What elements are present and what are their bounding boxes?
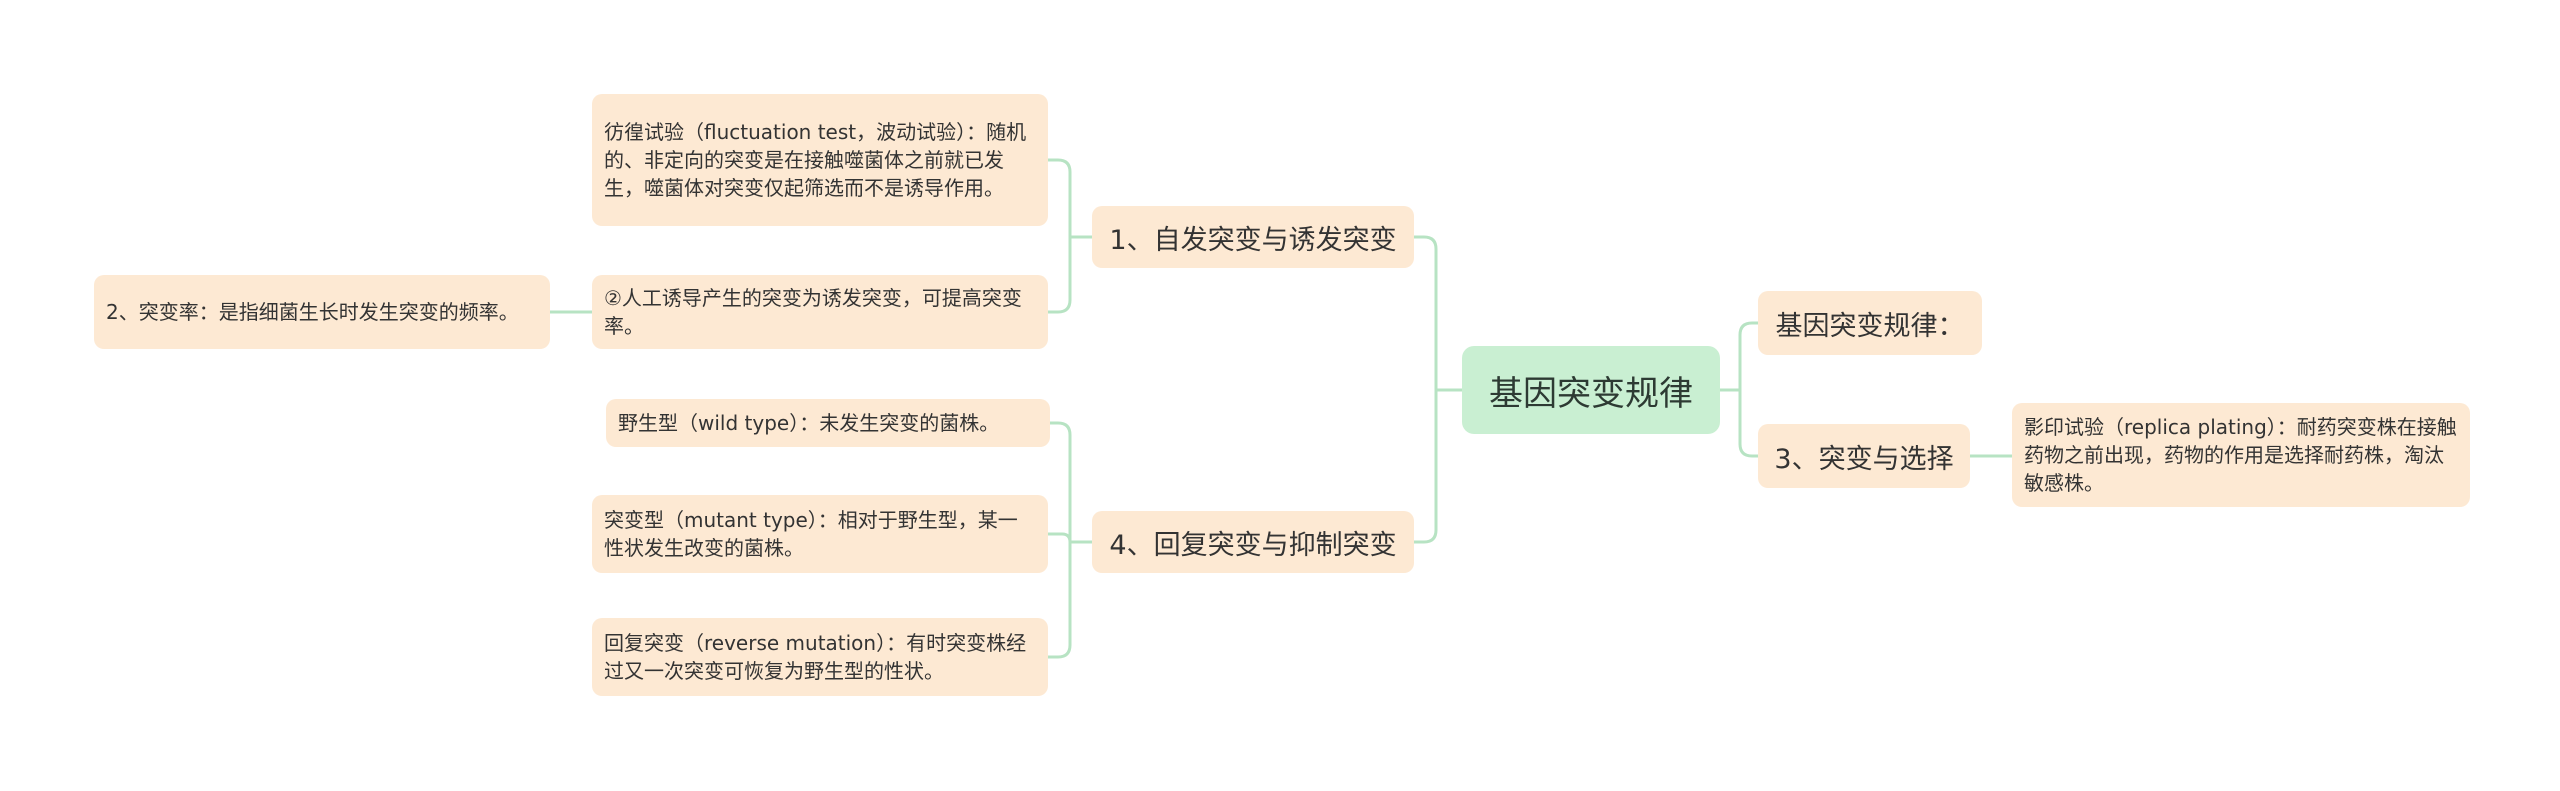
leaf-text: 野生型（wild type）：未发生突变的菌株。 [618,411,1000,435]
leaf-text: 2、突变率：是指细菌生长时发生突变的频率。 [106,300,519,324]
leaf-wild-type[interactable]: 野生型（wild type）：未发生突变的菌株。 [606,399,1050,447]
branch-spontaneous-induced[interactable]: 1、自发突变与诱发突变 [1092,206,1414,268]
branch-mutation-selection[interactable]: 3、突变与选择 [1758,424,1970,488]
leaf-mutant-type[interactable]: 突变型（mutant type）：相对于野生型，某一性状发生改变的菌株。 [592,495,1048,573]
leaf-text: 回复突变（reverse mutation）：有时突变株经过又一次突变可恢复为野… [604,631,1027,683]
leaf-replica-plating[interactable]: 影印试验（replica plating）：耐药突变株在接触药物之前出现，药物的… [2012,403,2470,507]
b4-link-0 [1046,421,1072,544]
b1-link-1 [1046,235,1072,314]
root-label: 基因突变规律 [1489,373,1693,414]
leaf-reverse-mutation[interactable]: 回复突变（reverse mutation）：有时突变株经过又一次突变可恢复为野… [592,618,1048,696]
branch-label: 基因突变规律： [1775,310,1965,342]
leaf-text: 突变型（mutant type）：相对于野生型，某一性状发生改变的菌株。 [604,508,1018,560]
leaf-induced-mutation[interactable]: ②人工诱导产生的突变为诱发突变，可提高突变率。 [592,275,1048,349]
root-left-link-1 [1412,388,1438,544]
branch-reverse-suppression[interactable]: 4、回复突变与抑制突变 [1092,511,1414,573]
b1-link-0 [1046,158,1072,239]
root-node[interactable]: 基因突变规律 [1462,346,1720,434]
root-left-link-0 [1412,235,1438,392]
branch-label: 4、回复突变与抑制突变 [1109,529,1397,561]
leaf-text: ②人工诱导产生的突变为诱发突变，可提高突变率。 [604,286,1022,338]
leaf-text: 影印试验（replica plating）：耐药突变株在接触药物之前出现，药物的… [2024,415,2457,495]
root-right-link-1 [1738,388,1760,458]
leaf-text: 彷徨试验（fluctuation test，波动试验）：随机的、非定向的突变是在… [604,120,1027,200]
leaf-fluctuation-test[interactable]: 彷徨试验（fluctuation test，波动试验）：随机的、非定向的突变是在… [592,94,1048,226]
branch-label: 1、自发突变与诱发突变 [1109,224,1397,256]
leaf-mutation-rate[interactable]: 2、突变率：是指细菌生长时发生突变的频率。 [94,275,550,349]
root-right-link-0 [1738,321,1760,392]
b4-link-1 [1046,532,1072,544]
b4-link-2 [1046,540,1072,659]
branch-label: 3、突变与选择 [1774,443,1954,475]
branch-mutation-rules[interactable]: 基因突变规律： [1758,291,1982,355]
